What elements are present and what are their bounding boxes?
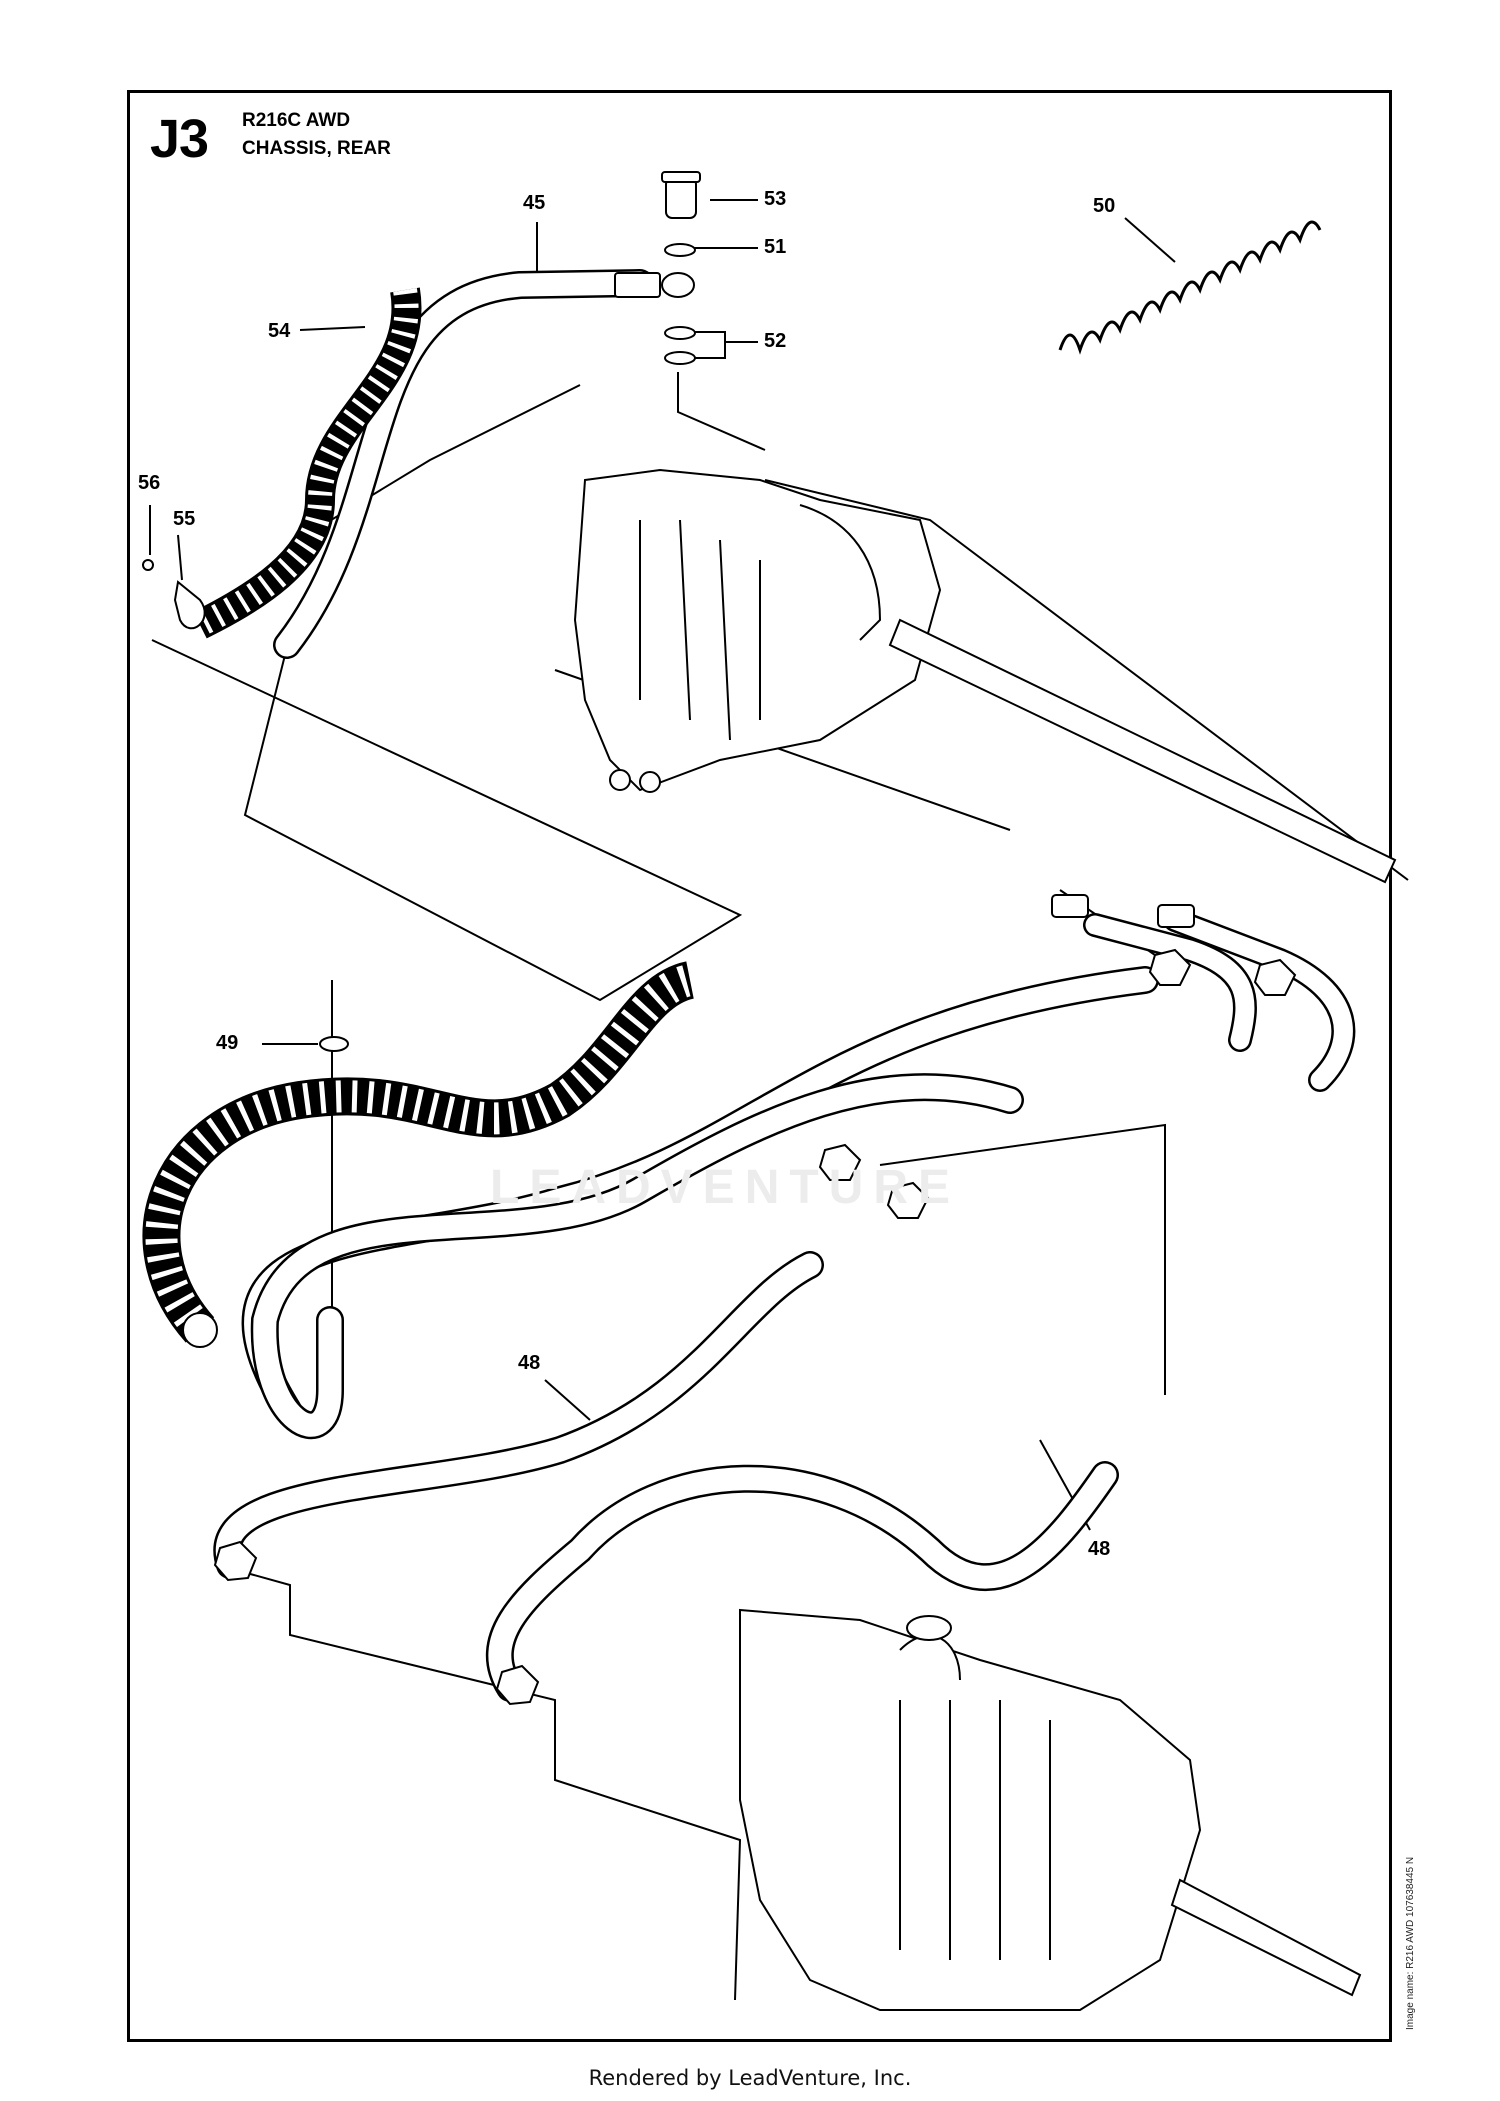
fitting-upper-a (1051, 894, 1089, 918)
diagram-frame (127, 90, 1392, 2042)
banjo-bolt-53 (665, 177, 697, 219)
nut-fitting-1 (1148, 948, 1192, 986)
leader-line-48a (544, 1379, 591, 1421)
watermark: LEADVENTURE (490, 1161, 961, 1214)
callout-51[interactable]: 51 (764, 236, 787, 258)
axle-rear (1170, 1878, 1362, 1997)
route-line-rear (217, 1564, 742, 2001)
callout-56[interactable]: 56 (138, 472, 161, 494)
nut-fitting-4 (886, 1181, 930, 1219)
route-line-lower (879, 1123, 1166, 1395)
model-name: R216C AWD (242, 110, 351, 131)
leader-line-50 (1124, 217, 1176, 263)
footer-credit: Rendered by LeadVenture, Inc. (588, 2066, 912, 2090)
washer-52-a (664, 326, 696, 340)
transaxle-rear (739, 1608, 1202, 2011)
callout-54[interactable]: 54 (268, 320, 291, 342)
nut-48-left (213, 1540, 258, 1582)
washer-52-b (664, 351, 696, 365)
transaxle-front (573, 468, 942, 792)
washer-51 (664, 243, 696, 257)
callout-55[interactable]: 55 (173, 508, 196, 530)
hose-lower-2 (250, 1073, 1024, 1439)
callout-50[interactable]: 50 (1093, 195, 1116, 217)
callout-49[interactable]: 49 (216, 1032, 239, 1054)
leader-line-54 (299, 326, 366, 331)
callout-53[interactable]: 53 (764, 188, 787, 210)
leader-line-52 (694, 331, 758, 359)
clip-49 (319, 1036, 349, 1052)
callout-48-right[interactable]: 48 (1088, 1538, 1111, 1560)
clamp-55 (173, 580, 206, 630)
callout-45[interactable]: 45 (523, 192, 546, 214)
leader-line-55 (177, 534, 183, 581)
nut-fitting-3 (818, 1143, 862, 1181)
route-line-banjo (677, 372, 766, 451)
route-line-axle (764, 479, 1409, 881)
banjo-fitting (661, 272, 695, 298)
section-code: J3 (150, 109, 209, 169)
spiral-guard-lower (142, 961, 696, 1343)
nut-fitting-2 (1253, 958, 1297, 996)
nut-48-right (495, 1664, 540, 1706)
route-line-a (289, 384, 581, 546)
spring-50 (1058, 220, 1322, 355)
callout-48-left[interactable]: 48 (518, 1352, 541, 1374)
section-name: CHASSIS, REAR (242, 138, 391, 159)
axle-front (888, 618, 1397, 884)
callout-52[interactable]: 52 (764, 330, 787, 352)
hose-end-lower (182, 1312, 218, 1348)
screw-56 (142, 559, 154, 571)
fitting-upper-b (1157, 904, 1195, 928)
route-line-upper (151, 639, 743, 1002)
image-id-label: Image name: R216 AWD 107638445 N (1405, 1856, 1416, 2030)
